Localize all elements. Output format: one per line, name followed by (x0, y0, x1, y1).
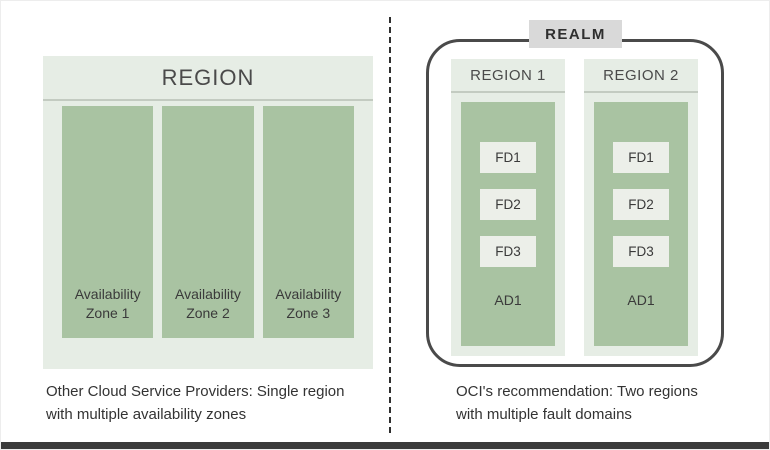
oci-region-2-title: REGION 2 (584, 59, 698, 93)
oci-region-1-title: REGION 1 (451, 59, 565, 93)
region-1-fd2-box: FD2 (480, 189, 536, 220)
dashed-divider (389, 17, 391, 433)
availability-zone-2: Availability Zone 2 (162, 106, 254, 338)
region-1-fd1-box: FD1 (480, 142, 536, 173)
right-caption: OCI's recommendation: Two regions with m… (456, 383, 698, 423)
availability-zone-3-label: Availability Zone 3 (275, 286, 342, 322)
realm-badge: REALM (529, 20, 622, 48)
region-2-ad-label: AD1 (627, 292, 655, 308)
bottom-bar (1, 442, 769, 449)
region-2-fd1-box: FD1 (613, 142, 669, 173)
region-1-fd3-box: FD3 (480, 236, 536, 267)
availability-zones-group: Availability Zone 1 Availability Zone 2 … (43, 106, 373, 338)
region-2-fd2-box: FD2 (613, 189, 669, 220)
availability-zone-1-label: Availability Zone 1 (74, 286, 141, 322)
oci-region-2-box: REGION 2 FD1 FD2 FD3 AD1 (584, 59, 698, 356)
single-region-box: REGION Availability Zone 1 Availability … (43, 56, 373, 369)
oci-region-2-ad-column: FD1 FD2 FD3 AD1 (594, 102, 688, 346)
left-caption: Other Cloud Service Providers: Single re… (46, 383, 345, 423)
availability-zone-2-label: Availability Zone 2 (175, 286, 241, 322)
region-title: REGION (43, 56, 373, 101)
region-2-fd3-box: FD3 (613, 236, 669, 267)
region-1-ad-label: AD1 (494, 292, 522, 308)
availability-zone-3: Availability Zone 3 (262, 106, 354, 338)
oci-region-1-box: REGION 1 FD1 FD2 FD3 AD1 (451, 59, 565, 356)
availability-zone-1: Availability Zone 1 (62, 106, 154, 338)
oci-region-1-ad-column: FD1 FD2 FD3 AD1 (461, 102, 555, 346)
